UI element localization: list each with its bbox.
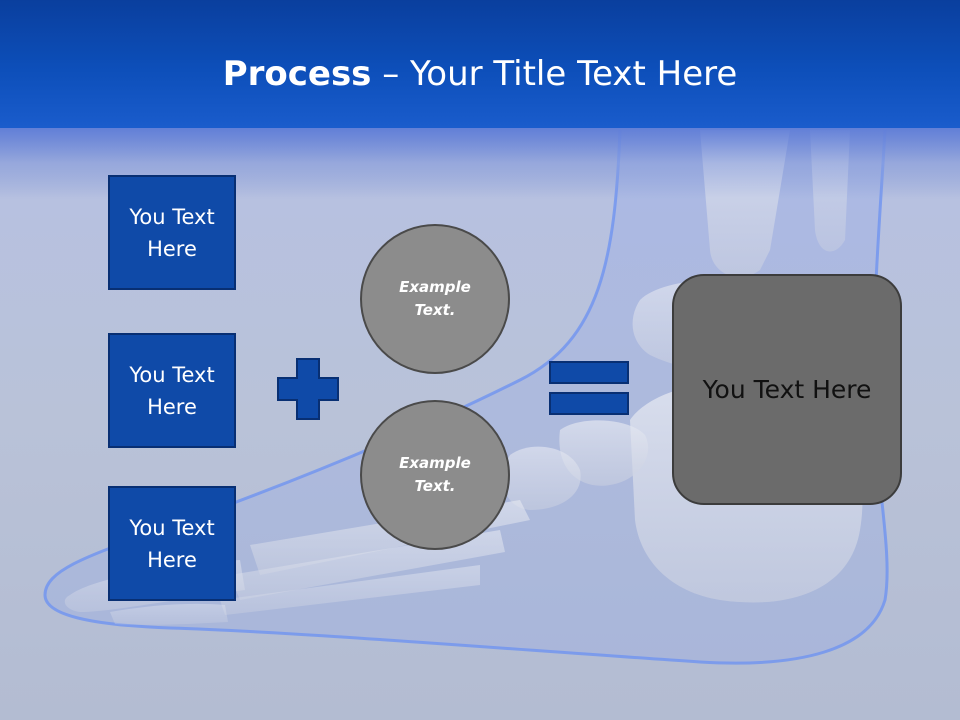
title-rest: – Your Title Text Here <box>371 54 738 94</box>
slide-title: Process – Your Title Text Here <box>0 52 960 96</box>
input-box-2-label: You Text Here <box>129 362 215 419</box>
example-circle-1: Example Text. <box>360 224 510 374</box>
input-box-1: You Text Here <box>108 175 236 290</box>
result-box-label: You Text Here <box>702 375 872 404</box>
header-band <box>0 0 960 128</box>
plus-icon <box>277 358 339 420</box>
example-circle-2-label: Example Text. <box>399 454 471 495</box>
input-box-3: You Text Here <box>108 486 236 601</box>
title-bold: Process <box>222 54 372 94</box>
input-box-2: You Text Here <box>108 333 236 448</box>
example-circle-1-label: Example Text. <box>399 278 471 319</box>
input-box-3-label: You Text Here <box>129 515 215 572</box>
equals-icon <box>549 361 629 415</box>
result-box: You Text Here <box>672 274 902 505</box>
input-box-1-label: You Text Here <box>129 204 215 261</box>
example-circle-2: Example Text. <box>360 400 510 550</box>
